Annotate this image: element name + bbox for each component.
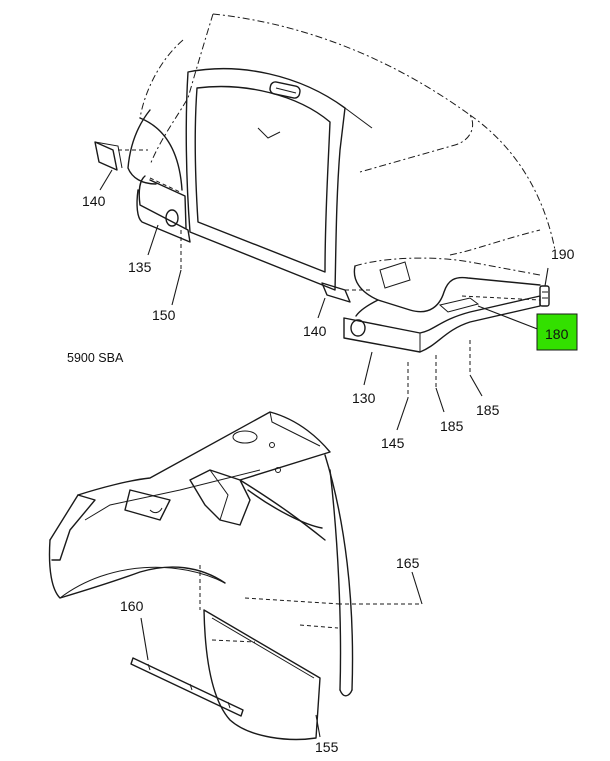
bolt-190 (539, 285, 550, 307)
retainer-strip-160 (130, 657, 244, 717)
fastener-phantom-lines (211, 597, 341, 643)
callout-155: 155 (315, 739, 339, 755)
callout-190: 190 (551, 246, 575, 262)
callout-180: 180 (545, 326, 569, 342)
hood-outline (127, 13, 556, 251)
callout-130: 130 (352, 390, 376, 406)
callout-140-right: 140 (303, 323, 327, 339)
figure-code: 5900 SBA (67, 351, 124, 365)
callout-165: 165 (396, 555, 420, 571)
callout-135: 135 (128, 259, 152, 275)
callout-145: 145 (381, 435, 405, 451)
bracket-140-right (321, 282, 370, 303)
callout-labels: 140 135 150 140 190 180 130 145 185 185 … (67, 193, 575, 755)
left-bumper-end-135 (136, 175, 191, 243)
callout-180-highlight (536, 313, 578, 351)
inner-fender-panel (48, 411, 354, 697)
splash-shield-155 (203, 609, 321, 741)
callout-185-left: 185 (440, 418, 464, 434)
callout-185-right: 185 (476, 402, 500, 418)
callout-150: 150 (152, 307, 176, 323)
bracket-140-left (94, 141, 148, 171)
grille-frame (185, 68, 373, 291)
leader-lines (99, 169, 549, 738)
callout-160: 160 (120, 598, 144, 614)
right-bumper-assembly (343, 229, 541, 353)
callout-140-left: 140 (82, 193, 106, 209)
